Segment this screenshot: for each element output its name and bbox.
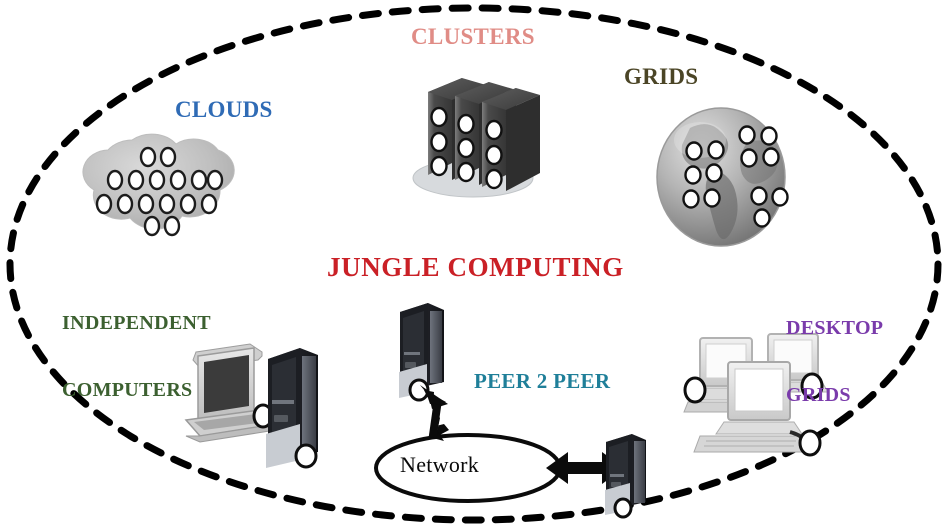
label-independent-computers: INDEPENDENT COMPUTERS [62,267,211,446]
label-clouds: CLOUDS [175,97,273,122]
label-clusters: CLUSTERS [411,24,535,49]
tower-pc-icon [605,434,646,519]
label-grids: GRIDS [624,64,699,89]
tower-pc-icon [266,348,318,469]
jungle-boundary-ellipse [6,4,942,524]
label-peer-2-peer: PEER 2 PEER [474,369,611,393]
label-network: Network [400,452,480,477]
label-desktop-line2: GRIDS [786,383,851,406]
laptop-icon [184,343,278,443]
label-independent-line2: COMPUTERS [62,378,193,401]
desktop-computer-icon [683,333,829,457]
cloud-icon [82,133,235,237]
label-desktop-line1: DESKTOP [786,316,884,339]
label-desktop-grids: DESKTOP GRIDS [786,272,883,451]
label-independent-line1: INDEPENDENT [62,311,211,334]
label-jungle-computing: JUNGLE COMPUTING [327,252,624,282]
arrow-up-icon [420,385,449,441]
tower-pc-icon [399,303,444,402]
globe-icon [656,107,789,247]
server-rack-icon [412,78,540,198]
